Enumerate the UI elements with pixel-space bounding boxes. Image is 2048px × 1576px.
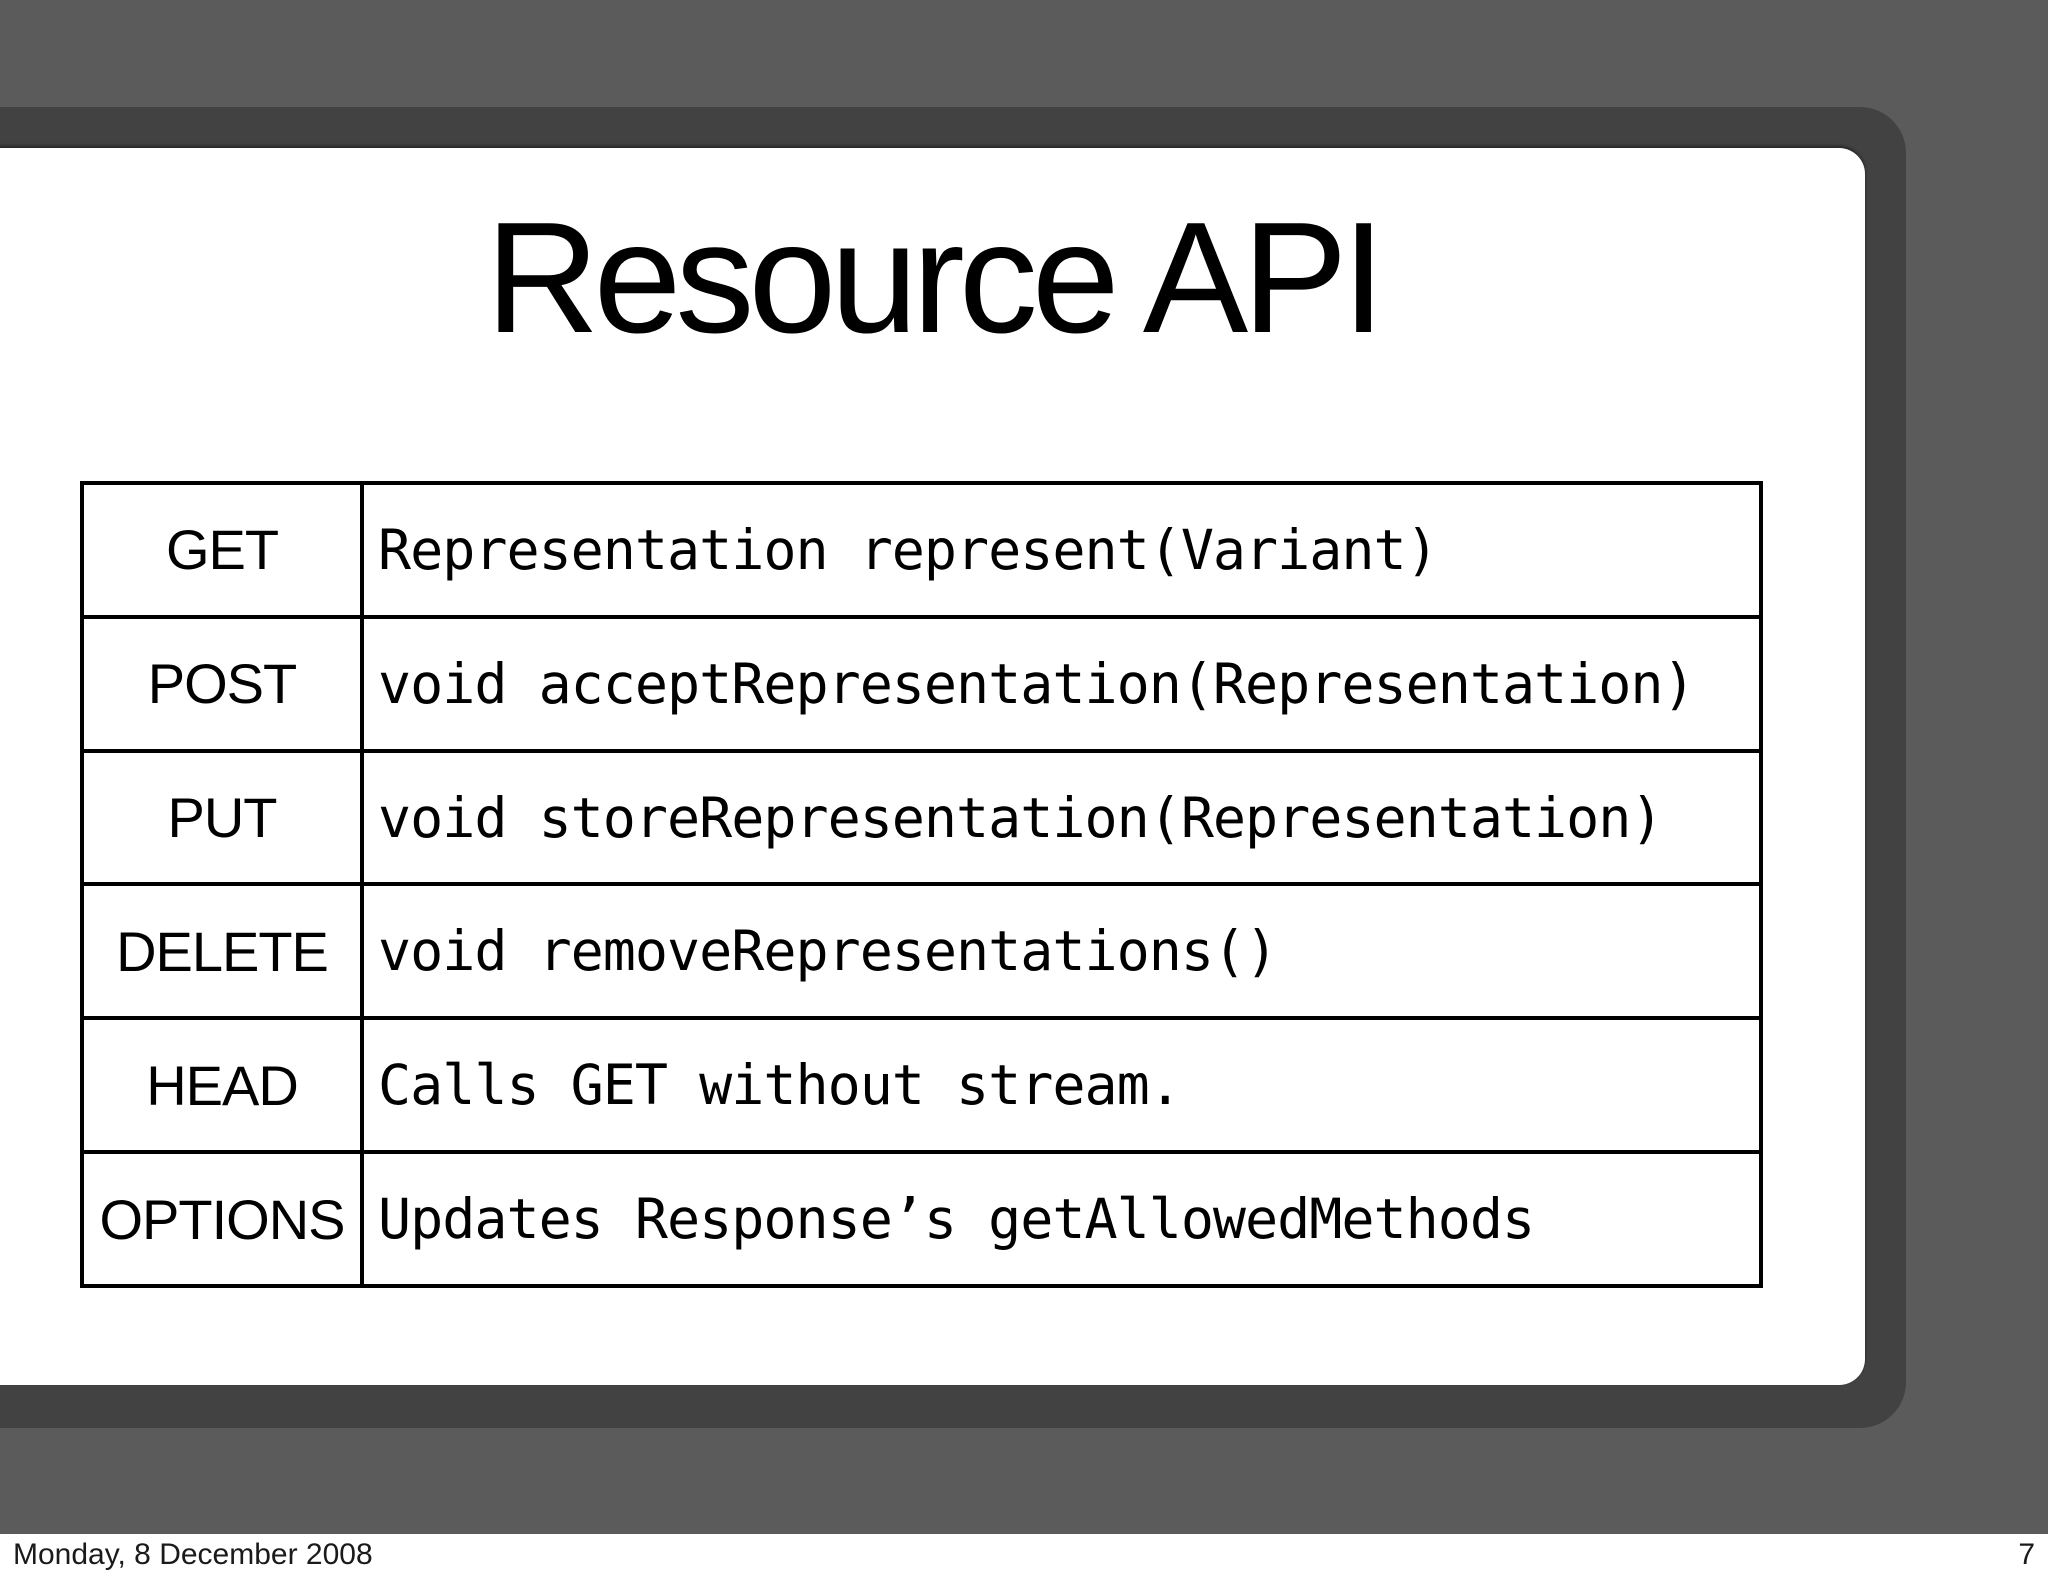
slide-title: Resource API [485,190,1385,366]
footer-bar: Monday, 8 December 2008 7 [0,1534,2048,1576]
table-cell-method-options: OPTIONS [84,1154,360,1284]
table-cell-desc-put: void storeRepresentation(Representation) [364,752,1759,883]
table-cell-method-get: GET [84,485,360,615]
resource-api-table: GET Representation represent(Variant) PO… [80,481,1763,1288]
table-cell-desc-delete: void removeRepresentations() [364,886,1759,1017]
table-cell-desc-head: Calls GET without stream. [364,1020,1759,1151]
footer-page-number: 7 [2018,1538,2035,1571]
table-cell-method-post: POST [84,618,360,749]
table-cell-desc-post: void acceptRepresentation(Representation… [364,618,1759,749]
table-cell-method-head: HEAD [84,1020,360,1151]
table-cell-method-put: PUT [84,752,360,883]
footer-date: Monday, 8 December 2008 [13,1538,373,1571]
table-cell-method-delete: DELETE [84,886,360,1017]
table-cell-desc-get: Representation represent(Variant) [364,485,1759,615]
table-cell-desc-options: Updates Response’s getAllowedMethods [364,1154,1759,1284]
